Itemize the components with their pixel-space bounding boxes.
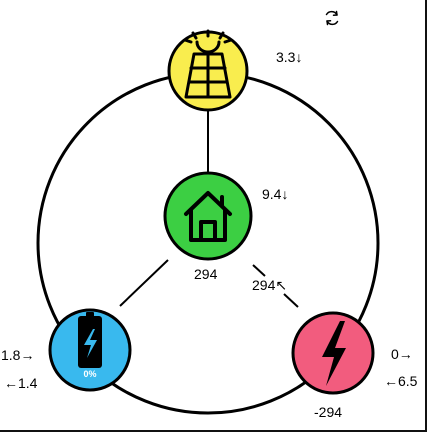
refresh-button[interactable] — [322, 8, 342, 28]
home-value-label: 294 — [194, 266, 218, 282]
grid-to-home-flow-label: 294↖ — [252, 277, 288, 293]
solar-power-label: 3.3↓ — [276, 49, 303, 65]
solar-panel-icon — [183, 29, 233, 99]
solar-node[interactable] — [167, 29, 249, 112]
battery-level-text: 0% — [83, 369, 96, 379]
battery-icon: 0% — [78, 312, 102, 379]
home-battery-line — [119, 259, 169, 307]
home-power-label: 9.4↓ — [262, 186, 289, 202]
battery-node[interactable]: 0% — [48, 308, 132, 392]
lightning-icon — [322, 321, 346, 386]
card-edge-bottom — [0, 430, 427, 432]
home-grid-line-a — [252, 264, 266, 277]
card-edge-right — [425, 0, 427, 432]
grid-import-label: 0→ — [391, 346, 413, 362]
grid-node[interactable] — [291, 311, 375, 395]
home-circle — [163, 171, 253, 261]
home-grid-line-b — [283, 293, 299, 308]
home-node[interactable] — [163, 171, 253, 261]
home-icon — [184, 191, 232, 242]
battery-charge-out-label: ←1.4 — [4, 375, 38, 391]
battery-charge-in-label: 1.8→ — [1, 347, 35, 363]
refresh-icon — [325, 10, 339, 26]
grid-export-label: ←6.5 — [384, 373, 418, 389]
grid-value-label: -294 — [314, 404, 343, 420]
